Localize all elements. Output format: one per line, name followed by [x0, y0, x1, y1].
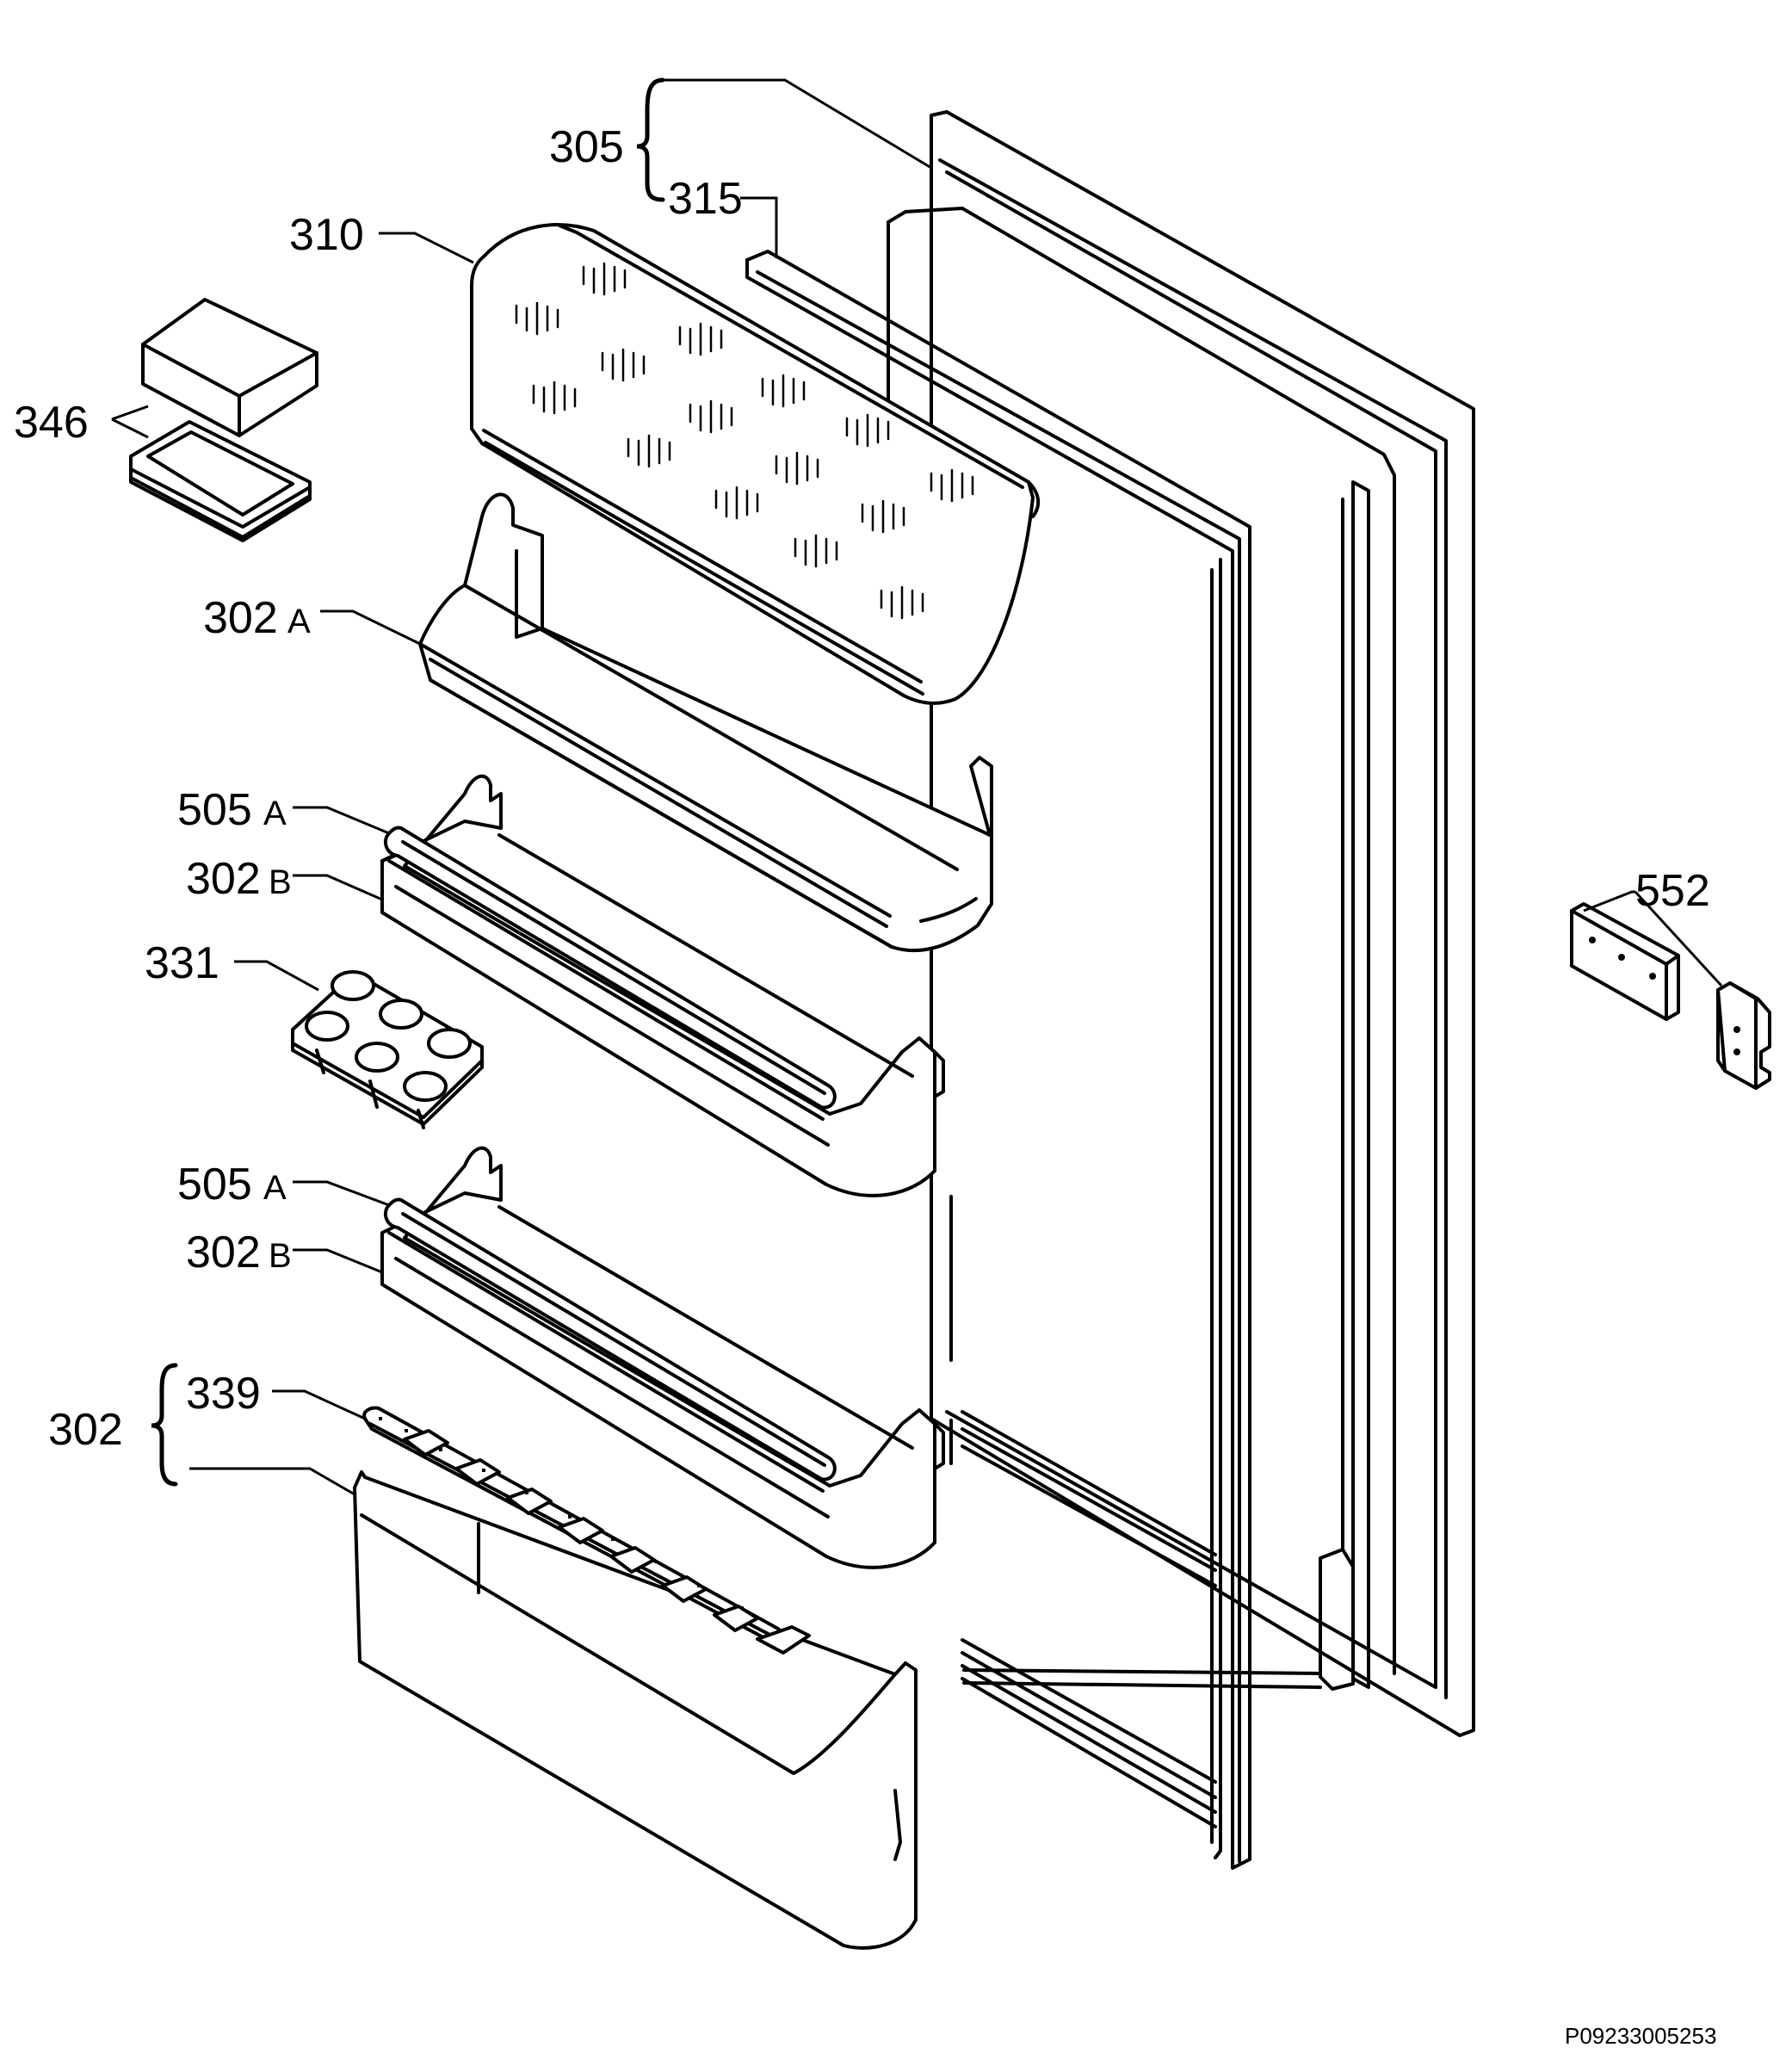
drawing-code: P09233005253	[1565, 2023, 1716, 2049]
leader-lines	[111, 78, 1723, 1496]
door-shelf-302a	[418, 492, 993, 953]
label-552: 552	[1635, 866, 1710, 916]
label-346: 346	[14, 398, 89, 448]
label-302b-upper-number: 302	[186, 854, 261, 904]
bottle-rack-339	[362, 1406, 811, 1655]
cover-vent-pattern	[515, 262, 974, 620]
door-shelf-302b-lower	[380, 1146, 945, 1569]
label-302a-number: 302	[203, 593, 278, 643]
ice-box-lid-and-tray	[129, 298, 318, 542]
dairy-compartment-cover	[470, 223, 1041, 705]
label-302a-suffix: A	[287, 603, 311, 640]
door-shelf-302b-upper	[380, 774, 945, 1197]
label-310: 310	[289, 210, 364, 260]
braces	[151, 77, 665, 1487]
label-339: 339	[186, 1369, 261, 1419]
label-302b-lower-suffix: B	[269, 1237, 292, 1275]
hinge-brackets	[1570, 902, 1771, 1090]
bottle-shelf-302	[353, 1470, 918, 1950]
label-505a-lower-number: 505	[177, 1160, 252, 1209]
door-panel	[887, 110, 1475, 1737]
label-302b-upper-suffix: B	[269, 863, 292, 901]
label-302: 302	[48, 1405, 123, 1455]
label-305: 305	[549, 122, 624, 172]
part-labels: 305 315 310 346 302 A 505 A 302 B 331 50…	[14, 122, 1710, 1455]
label-302b-lower-number: 302	[186, 1228, 261, 1277]
egg-tray	[291, 970, 484, 1129]
label-505a-upper-suffix: A	[263, 795, 287, 832]
label-331: 331	[145, 938, 219, 988]
door-gasket	[745, 250, 1251, 1870]
label-505a-lower-suffix: A	[263, 1169, 287, 1207]
label-315: 315	[668, 174, 743, 224]
label-505a-upper-number: 505	[177, 785, 252, 835]
